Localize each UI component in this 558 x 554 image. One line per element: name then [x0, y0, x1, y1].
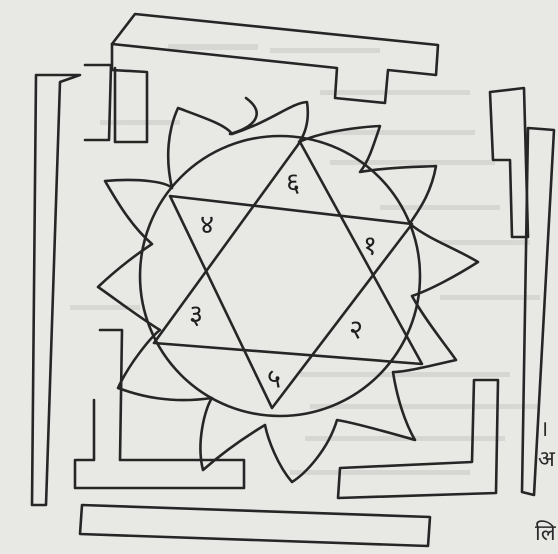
gate-bottom — [80, 505, 430, 546]
edge-text-3: लि — [535, 520, 557, 546]
gate-top — [112, 14, 438, 103]
gate-right-upper — [490, 88, 528, 237]
gate-right — [522, 128, 554, 495]
gate-top-left-corner — [112, 44, 147, 142]
edge-text-2: अ — [538, 447, 556, 472]
edge-text-1: । — [540, 417, 548, 442]
gate-left-inner — [85, 65, 111, 140]
label-upper-right: १ — [363, 231, 377, 262]
label-bottom: ५ — [267, 364, 281, 395]
label-lower-left: ३ — [189, 300, 203, 331]
lotus-petals — [98, 98, 478, 482]
gate-bottom-left — [75, 330, 244, 488]
gate-left — [32, 75, 80, 505]
label-top: ६ — [286, 168, 300, 199]
label-lower-right: २ — [349, 315, 363, 346]
label-upper-left: ४ — [200, 210, 214, 241]
bhupura-frame — [32, 14, 554, 546]
